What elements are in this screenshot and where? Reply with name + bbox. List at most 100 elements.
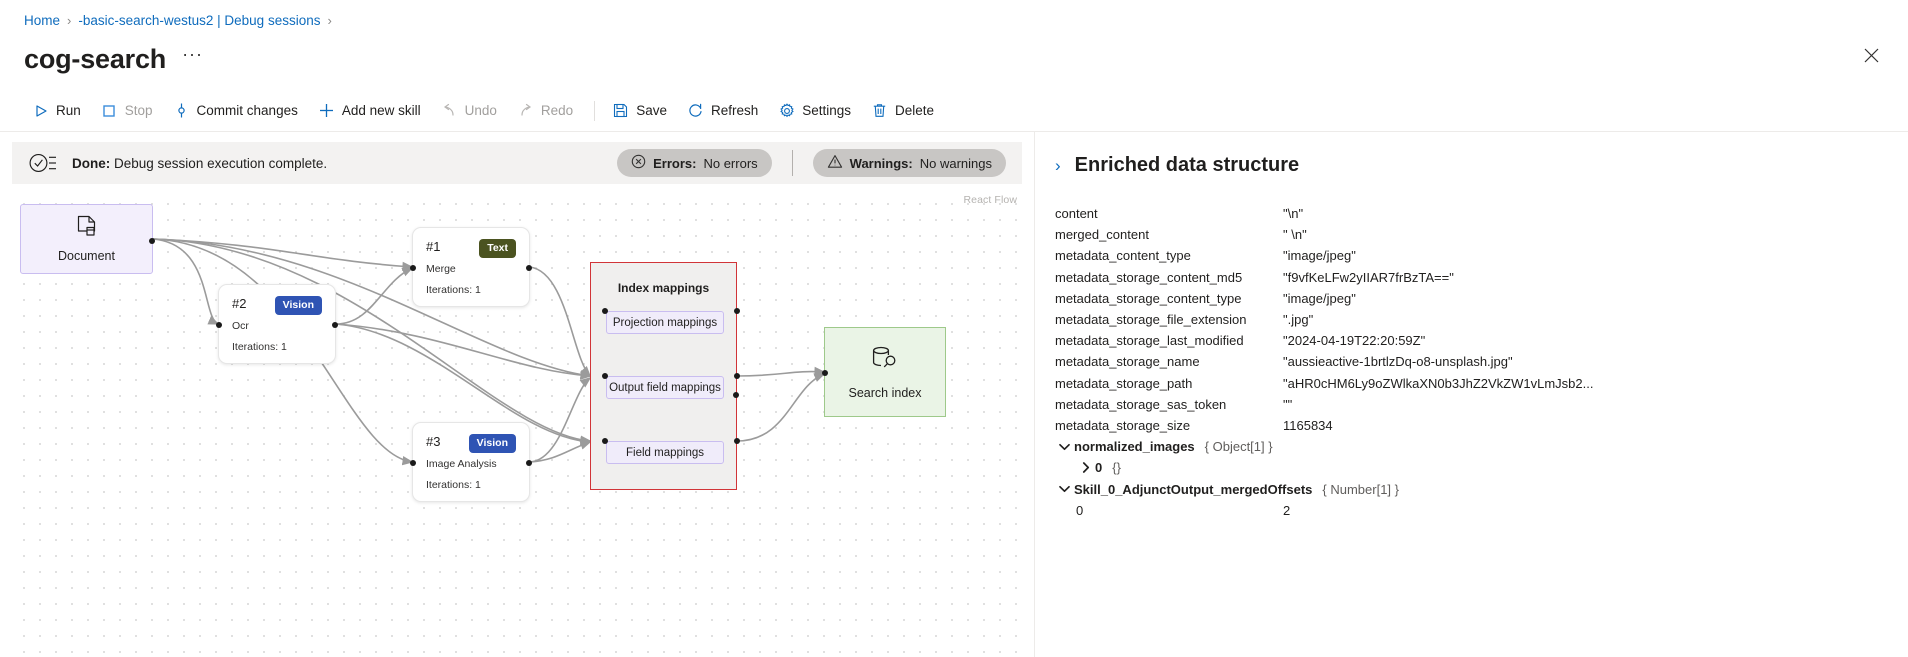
field-key: metadata_storage_name xyxy=(1055,354,1200,370)
add-new-skill-button[interactable]: Add new skill xyxy=(310,97,433,124)
body: Done: Debug session execution complete. … xyxy=(0,132,1908,657)
errors-value: No errors xyxy=(703,155,758,171)
check-circle-list-icon xyxy=(28,152,58,174)
node-output-field-mappings[interactable]: Output field mappings xyxy=(606,376,724,399)
more-options-button[interactable]: ··· xyxy=(182,44,204,64)
breadcrumb-item-debug-sessions[interactable]: -basic-search-westus2 | Debug sessions xyxy=(78,12,321,28)
enriched-field-row: metadata_storage_name "aussieactive-1brt… xyxy=(1055,351,1888,372)
field-value: "f9vfKeLFw2yIIAR7frBzTA==" xyxy=(1283,269,1454,285)
node-port[interactable] xyxy=(602,438,608,444)
tree-node-name: normalized_images xyxy=(1074,439,1195,455)
chevron-down-icon[interactable] xyxy=(1055,485,1074,493)
breadcrumb-item-home[interactable]: Home xyxy=(24,12,61,28)
run-button[interactable]: Run xyxy=(24,97,93,124)
field-value: 1165834 xyxy=(1283,417,1333,433)
field-key: merged_content xyxy=(1055,227,1149,243)
refresh-icon xyxy=(687,102,704,119)
redo-label: Redo xyxy=(540,103,574,118)
node-port[interactable] xyxy=(149,238,155,244)
node-port[interactable] xyxy=(332,322,338,328)
settings-label: Settings xyxy=(802,103,852,118)
node-skill-3[interactable]: #3 Vision Image Analysis Iterations: 1 xyxy=(410,422,532,502)
node-skill-2-number: #2 xyxy=(232,296,247,311)
undo-button[interactable]: Undo xyxy=(433,97,509,124)
enriched-field-row: metadata_storage_last_modified "2024-04-… xyxy=(1055,330,1888,351)
trash-icon xyxy=(871,102,888,119)
save-button[interactable]: Save xyxy=(604,97,679,124)
skillset-designer-pane: Done: Debug session execution complete. … xyxy=(0,132,1035,657)
field-value: "image/jpeg" xyxy=(1283,248,1356,264)
node-skill-2-badge: Vision xyxy=(274,296,322,316)
add-new-skill-label: Add new skill xyxy=(341,103,421,118)
node-skill-2-iterations: Iterations: 1 xyxy=(232,341,287,353)
warnings-badge[interactable]: Warnings: No warnings xyxy=(812,149,1006,177)
field-key: metadata_storage_path xyxy=(1055,375,1193,391)
node-output-field-mappings-label: Output field mappings xyxy=(609,381,721,394)
delete-button[interactable]: Delete xyxy=(863,97,946,124)
node-projection-mappings[interactable]: Projection mappings xyxy=(606,311,724,334)
errors-label: Errors: xyxy=(653,155,697,171)
node-field-mappings[interactable]: Field mappings xyxy=(606,441,724,464)
warnings-value: No warnings xyxy=(919,155,992,171)
breadcrumb-separator-icon: › xyxy=(67,12,72,28)
enriched-field-row: metadata_storage_path "aHR0cHM6Ly9oZWlka… xyxy=(1055,373,1888,394)
node-port[interactable] xyxy=(602,373,608,379)
node-skill-1[interactable]: #1 Text Merge Iterations: 1 xyxy=(410,227,532,307)
field-key: metadata_storage_file_extension xyxy=(1055,312,1247,328)
node-port[interactable] xyxy=(602,308,608,314)
chevron-right-icon[interactable] xyxy=(1076,462,1095,474)
status-detail: Debug session execution complete. xyxy=(114,155,328,171)
node-search-index[interactable]: Search index xyxy=(822,327,946,417)
save-label: Save xyxy=(636,103,667,118)
field-key: metadata_content_type xyxy=(1055,248,1191,264)
node-port[interactable] xyxy=(733,392,739,398)
save-icon xyxy=(612,102,629,119)
commit-changes-button[interactable]: Commit changes xyxy=(165,97,310,124)
commit-changes-label: Commit changes xyxy=(196,103,298,118)
page-title: cog-search xyxy=(24,43,167,74)
enriched-data-structure-pane: › Enriched data structure content "\n" m… xyxy=(1035,132,1908,657)
stop-button[interactable]: Stop xyxy=(93,97,165,124)
node-skill-2[interactable]: #2 Vision Ocr Iterations: 1 xyxy=(216,284,338,364)
refresh-button[interactable]: Refresh xyxy=(679,97,770,124)
node-port[interactable] xyxy=(526,265,532,271)
field-key: metadata_storage_content_type xyxy=(1055,290,1242,306)
redo-button[interactable]: Redo xyxy=(509,97,585,124)
node-port[interactable] xyxy=(216,322,222,328)
tree-row-skill-0-adjunctoutput-mergedoffsets[interactable]: Skill_0_AdjunctOutput_mergedOffsets { Nu… xyxy=(1055,478,1888,499)
status-text: Done: Debug session execution complete. xyxy=(72,156,327,171)
stop-icon xyxy=(101,102,118,119)
node-port[interactable] xyxy=(822,370,828,376)
react-flow-attribution: React Flow xyxy=(963,194,1017,206)
node-port[interactable] xyxy=(526,460,532,466)
search-database-icon xyxy=(870,345,900,378)
node-port[interactable] xyxy=(734,438,740,444)
leaf-key: 0 xyxy=(1076,502,1084,518)
node-port[interactable] xyxy=(410,460,416,466)
node-document-label: Document xyxy=(58,249,115,263)
group-index-mappings[interactable]: Index mappings Projection mappings Outpu… xyxy=(590,262,739,490)
node-port[interactable] xyxy=(734,308,740,314)
node-port[interactable] xyxy=(410,265,416,271)
enriched-data-structure-header[interactable]: › Enriched data structure xyxy=(1055,154,1888,177)
chevron-down-icon[interactable] xyxy=(1055,443,1074,451)
tree-row-normalized-images[interactable]: normalized_images { Object[1] } xyxy=(1055,436,1888,457)
errors-badge[interactable]: Errors: No errors xyxy=(617,149,772,177)
tree-node-name: 0 xyxy=(1095,460,1103,476)
close-icon[interactable] xyxy=(1856,40,1886,70)
commit-icon xyxy=(173,102,190,119)
enriched-field-row: metadata_storage_size 1165834 xyxy=(1055,415,1888,436)
tree-row-normalized-images-0[interactable]: 0 {} xyxy=(1055,457,1888,478)
enriched-field-row: metadata_storage_content_md5 "f9vfKeLFw2… xyxy=(1055,267,1888,288)
field-value: " \n" xyxy=(1283,227,1307,243)
field-key: metadata_storage_last_modified xyxy=(1055,333,1244,349)
node-skill-1-iterations: Iterations: 1 xyxy=(426,284,481,296)
node-port[interactable] xyxy=(734,373,740,379)
tree-node-type: {} xyxy=(1112,460,1121,476)
status-message-group: Done: Debug session execution complete. xyxy=(28,152,327,174)
node-document[interactable]: Document xyxy=(20,204,155,274)
settings-button[interactable]: Settings xyxy=(770,97,863,124)
group-index-mappings-title: Index mappings xyxy=(617,281,710,295)
enriched-field-row: metadata_storage_sas_token "" xyxy=(1055,394,1888,415)
flow-canvas[interactable]: React Flow xyxy=(12,192,1023,657)
